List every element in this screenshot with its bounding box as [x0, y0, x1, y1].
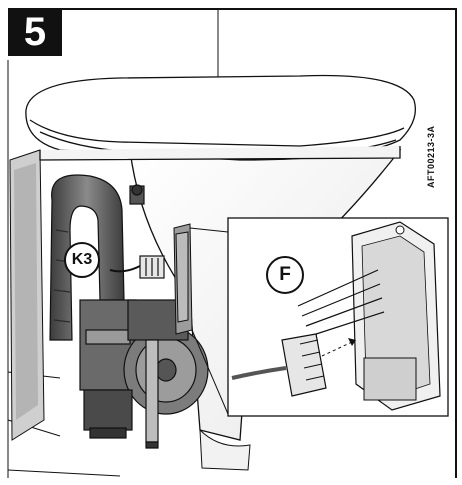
control-strip	[173, 223, 193, 335]
discharge-hose	[49, 174, 125, 341]
k3-connector	[109, 184, 165, 279]
step-number: 5	[23, 10, 47, 54]
frame-top-border	[8, 8, 456, 10]
cabinet-panel	[9, 149, 45, 441]
callout-f-label: F	[279, 264, 291, 285]
art-code-label: AFT00213-3A	[426, 125, 436, 188]
step-number-badge: 5	[8, 8, 62, 56]
frame-right-border	[455, 8, 457, 478]
macerator-pump	[79, 299, 209, 449]
callout-f: F	[266, 256, 304, 294]
callout-k3: K3	[64, 242, 100, 278]
toilet-seat	[25, 74, 417, 161]
callout-k3-label: K3	[71, 251, 93, 268]
detail-inset	[189, 217, 449, 417]
